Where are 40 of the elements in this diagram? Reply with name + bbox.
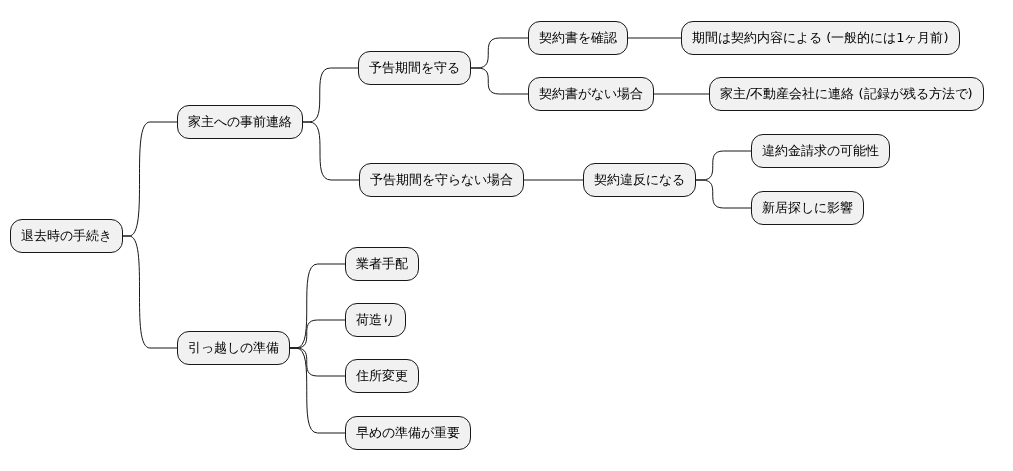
topic-text: 退去時の手続き (21, 227, 112, 245)
topic-box (583, 163, 696, 197)
topic-text: 新居探しに影響 (762, 199, 853, 217)
topic-box (681, 21, 960, 55)
connector-line (627, 37, 682, 39)
topic-text: 引っ越しの準備 (188, 339, 279, 357)
topic-box (751, 191, 864, 225)
connector-line (289, 347, 346, 434)
topic-box (345, 303, 406, 337)
topic-box (345, 359, 419, 393)
topic-text: 家主への事前連絡 (188, 113, 292, 131)
topic-text: 契約書がない場合 (539, 85, 643, 103)
connector-line (523, 179, 584, 181)
connector-line (122, 235, 178, 349)
topic-box (528, 77, 654, 111)
topic-text: 予告期間を守る (369, 59, 460, 77)
topic-box (359, 163, 524, 197)
connector-line (302, 121, 360, 181)
topic-box (358, 51, 471, 85)
connector-line (653, 93, 710, 95)
connector-line (695, 179, 752, 209)
topic-text: 早めの準備が重要 (356, 424, 460, 442)
topic-box (345, 247, 419, 281)
topic-box (177, 105, 303, 139)
topic-box (345, 416, 471, 450)
topic-text: 契約違反になる (594, 171, 685, 189)
topic-text: 違約金請求の可能性 (762, 142, 879, 160)
topic-text: 家主/不動産会社に連絡 (記録が残る方法で) (720, 85, 973, 103)
topic-text: 期間は契約内容による (一般的には1ヶ月前) (692, 29, 949, 47)
topic-text: 予告期間を守らない場合 (370, 171, 513, 189)
topic-box (751, 134, 890, 168)
topic-text: 荷造り (356, 311, 395, 329)
connector-line (470, 67, 529, 95)
topic-box (709, 77, 984, 111)
topic-text: 住所変更 (356, 367, 408, 385)
topic-box (528, 21, 628, 55)
topic-box (10, 219, 123, 253)
topic-box (177, 331, 290, 365)
topic-text: 業者手配 (356, 255, 408, 273)
topic-text: 契約書を確認 (539, 29, 617, 47)
